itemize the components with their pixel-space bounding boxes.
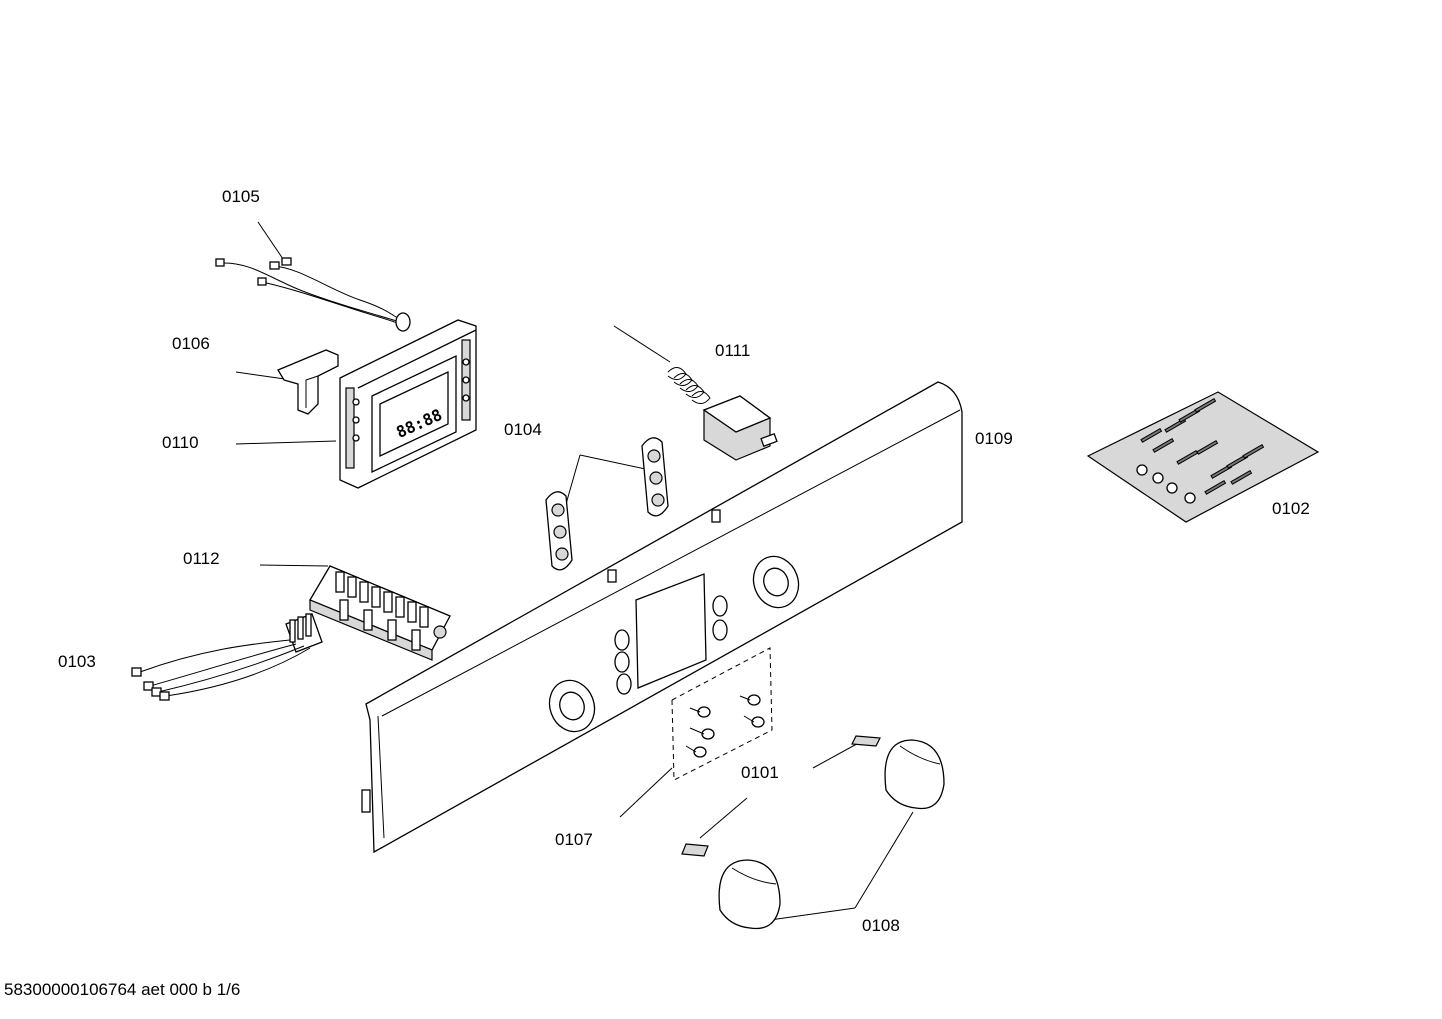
label-0111: 0111: [715, 341, 750, 360]
label-0105: 0105: [222, 187, 260, 206]
switch-strips-0104: [545, 437, 669, 571]
leader-lines: [235, 221, 914, 921]
document-id: 58300000106764 aet 000 b 1/6: [4, 980, 241, 999]
bracket-0106: [277, 349, 339, 415]
knobs-0108: [718, 739, 945, 930]
label-0102: 0102: [1272, 499, 1310, 518]
part-labels: 0105 0106 0110 0104 0111 0109 0102 0112 …: [58, 187, 1310, 935]
screw-bag-0102: [1086, 391, 1320, 523]
clock-module-0110: 88:88: [339, 319, 477, 489]
control-panel-0109: [361, 381, 963, 854]
label-0109: 0109: [975, 429, 1013, 448]
thermostat-0111: [613, 325, 778, 461]
label-0110: 0110: [162, 433, 199, 452]
label-0107: 0107: [555, 830, 593, 849]
label-0103: 0103: [58, 652, 96, 671]
label-0101: 0101: [741, 763, 779, 782]
cable-harness-0105: [215, 257, 411, 332]
sticker-0101: [681, 735, 881, 857]
label-0106: 0106: [172, 334, 210, 353]
label-0112: 0112: [183, 549, 220, 568]
terminal-block-0112: [309, 565, 451, 661]
label-0104: 0104: [504, 420, 542, 439]
label-0108: 0108: [862, 916, 900, 935]
wiring-connector-0103: [131, 613, 323, 701]
screw-set-0107: [671, 647, 773, 781]
